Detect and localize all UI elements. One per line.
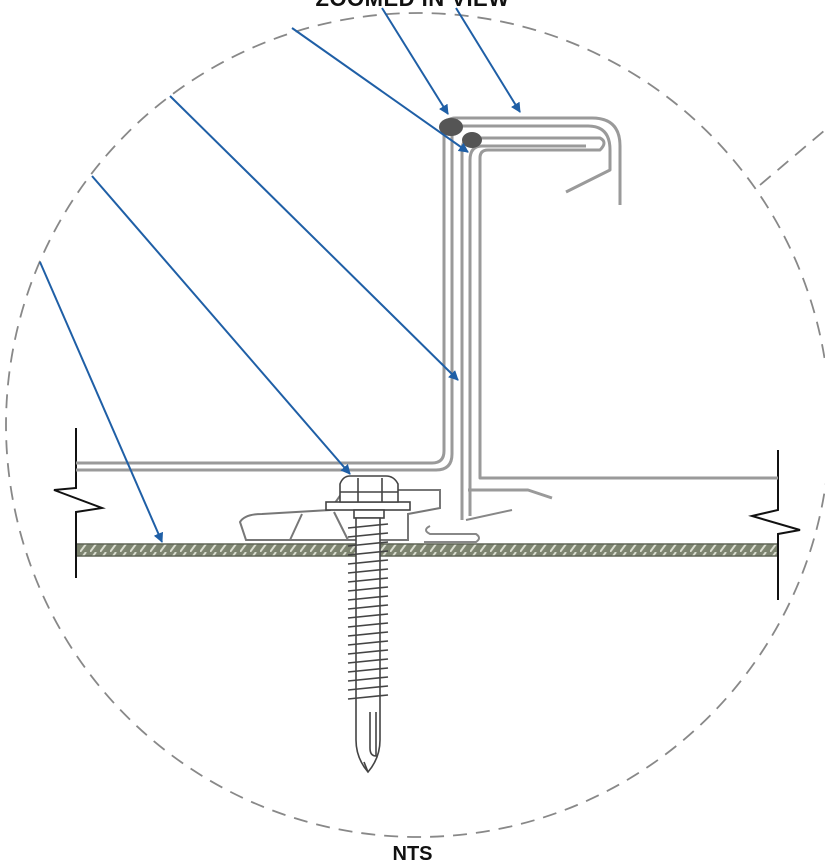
leader-panel-rib bbox=[169, 95, 459, 381]
leader-panel-top bbox=[455, 7, 521, 113]
leader-fastener bbox=[91, 175, 351, 475]
screw-thread bbox=[347, 667, 389, 673]
detail-circle bbox=[5, 12, 825, 838]
screw-thread bbox=[347, 568, 389, 574]
leader-substrate bbox=[39, 261, 163, 543]
screw-thread bbox=[347, 523, 389, 529]
screw-thread bbox=[347, 658, 389, 664]
screw-thread bbox=[347, 550, 389, 556]
screw-thread bbox=[347, 649, 389, 655]
screw-thread bbox=[347, 640, 389, 646]
screw-thread bbox=[347, 676, 389, 682]
detail-callout-line bbox=[759, 129, 825, 186]
substrate bbox=[75, 543, 779, 557]
screw-thread bbox=[347, 604, 389, 610]
screw-thread bbox=[347, 595, 389, 601]
screw-thread bbox=[347, 631, 389, 637]
break-line-right bbox=[748, 450, 801, 600]
clip-tab bbox=[424, 509, 513, 543]
break-line-left bbox=[53, 428, 106, 578]
screw-thread bbox=[347, 532, 389, 538]
screw-thread bbox=[347, 541, 389, 547]
screw-thread bbox=[347, 586, 389, 592]
screw-thread bbox=[347, 559, 389, 565]
leader-lines bbox=[39, 7, 521, 543]
screw-thread bbox=[347, 613, 389, 619]
screw-thread bbox=[347, 685, 389, 691]
nts-label: NTS bbox=[392, 843, 433, 865]
view-title: ZOOMED IN VIEW bbox=[0, 0, 825, 12]
fastener bbox=[325, 475, 411, 774]
screw-thread bbox=[347, 577, 389, 583]
leader-sealant-inner bbox=[291, 27, 469, 153]
leader-sealant-top bbox=[381, 7, 449, 115]
screw-thread bbox=[347, 694, 389, 700]
screw-thread bbox=[347, 622, 389, 628]
left-panel bbox=[76, 116, 622, 472]
